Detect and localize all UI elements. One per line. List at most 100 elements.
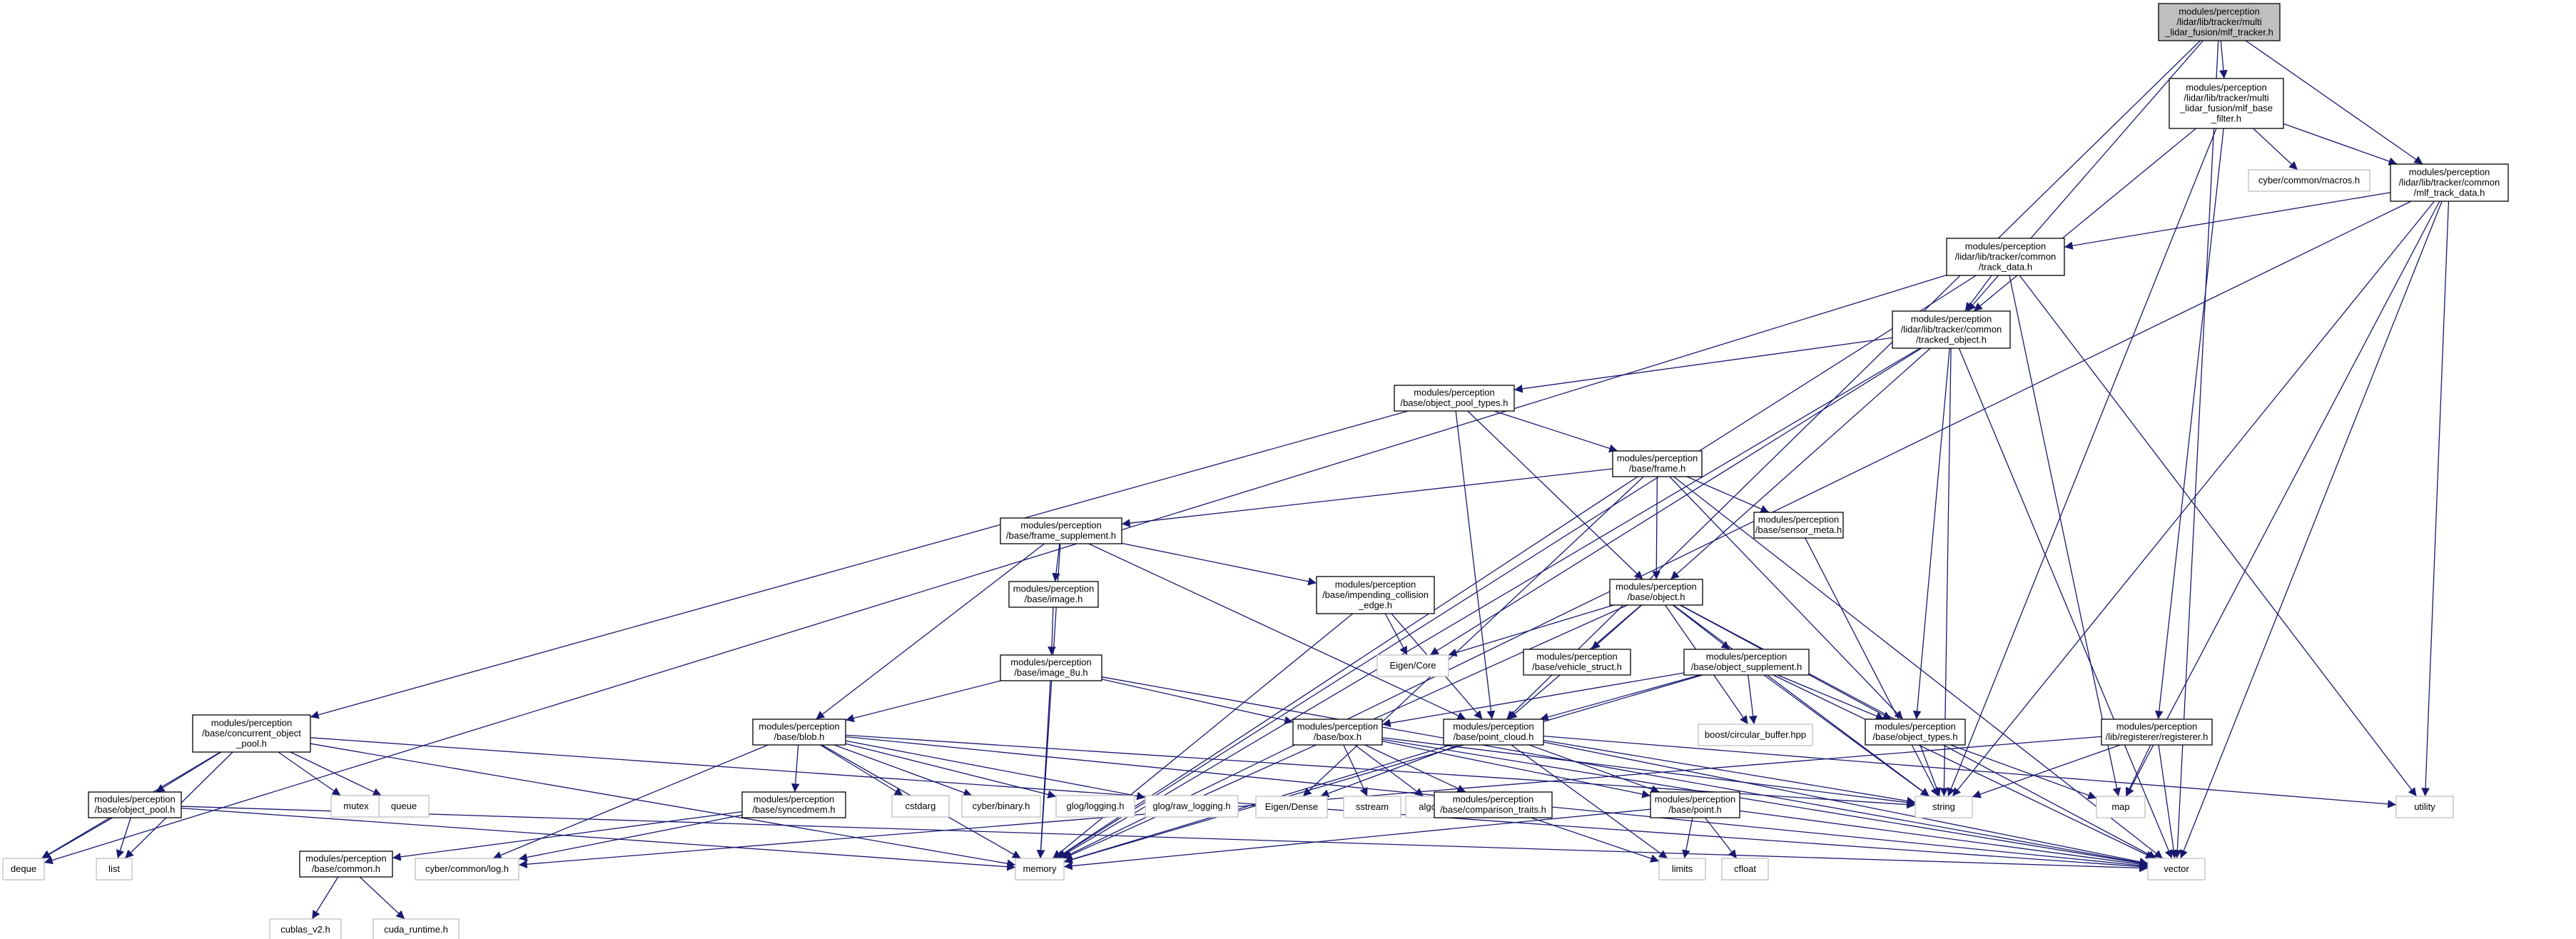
node-vehicle-struct[interactable]: modules/perception/base/vehicle_struct.h xyxy=(1523,649,1631,676)
node-label-line: glog/logging.h xyxy=(1067,801,1125,811)
node-label-line: modules/perception xyxy=(1536,651,1617,662)
node-label-line: /base/object_supplement.h xyxy=(1691,661,1802,672)
node-box xyxy=(961,795,1041,818)
edge-track_data-to-tracked_object xyxy=(1964,275,1992,312)
edge-object-to-object_supplement xyxy=(1672,604,1730,650)
node-label-line: modules/perception xyxy=(1335,579,1416,589)
edge-object_pool-to-deque xyxy=(41,817,113,859)
node-box xyxy=(1753,512,1844,539)
edge-blob-to-syncedmem xyxy=(791,744,800,793)
node-box xyxy=(2158,3,2281,41)
node-blob[interactable]: modules/perception/base/blob.h xyxy=(752,719,846,746)
edge-registerer-to-vector xyxy=(2158,744,2178,859)
node-concurrent-pool[interactable]: modules/perception/base/concurrent_objec… xyxy=(192,714,311,753)
node-label-line: /base/image_8u.h xyxy=(1014,667,1087,678)
edge-concurrent_pool-to-queue xyxy=(290,751,382,796)
node-syncedmem[interactable]: modules/perception/base/syncedmem.h xyxy=(741,791,846,818)
edge-frame-to-object_types xyxy=(1669,476,1904,720)
node-box xyxy=(2395,796,2454,818)
edge-object_pool_types-to-concurrent_pool xyxy=(310,410,1409,719)
node-registerer[interactable]: modules/perception/lib/registerer/regist… xyxy=(2101,719,2213,746)
edge-point-to-cfloat xyxy=(1704,817,1738,859)
node-impending[interactable]: modules/perception/base/impending_collis… xyxy=(1316,576,1435,614)
node-track-data[interactable]: modules/perception/lidar/lib/tracker/com… xyxy=(1946,238,2065,276)
node-object-pool[interactable]: modules/perception/base/object_pool.h xyxy=(88,791,182,818)
edge-track_data-to-map xyxy=(2009,275,2121,797)
edge-frame-to-object xyxy=(1652,476,1661,580)
node-box xyxy=(1865,719,1966,746)
node-label-line: /lidar/lib/tracker/common xyxy=(1901,324,2002,335)
node-label-line: /base/vehicle_struct.h xyxy=(1532,661,1622,672)
edge-point_cloud-to-utility xyxy=(1543,735,2397,808)
node-comparison-traits[interactable]: modules/perception/base/comparison_trait… xyxy=(1434,791,1553,818)
edge-base_filter-to-mlf_track_data xyxy=(2283,123,2398,166)
node-label-line: cstdarg xyxy=(906,801,936,811)
node-box xyxy=(1443,719,1544,746)
node-eigen-dense: Eigen/Dense xyxy=(1255,796,1328,818)
node-label-line: utility xyxy=(2414,801,2435,812)
node-object-types[interactable]: modules/perception/base/object_types.h xyxy=(1865,719,1966,746)
edge-point-to-memory xyxy=(1063,808,1651,871)
edge-mlf_track_data-to-track_data xyxy=(2064,192,2391,250)
node-box xyxy=(1015,858,1065,880)
node-label-line: /base/frame_supplement.h xyxy=(1006,530,1116,541)
node-limits: limits xyxy=(1658,858,1706,880)
node-image[interactable]: modules/perception/base/image.h xyxy=(1008,581,1099,608)
edge-point_cloud-to-vector xyxy=(1543,741,2149,866)
node-label-line: memory xyxy=(1023,863,1057,874)
node-base-common[interactable]: modules/perception/base/common.h xyxy=(299,851,393,878)
node-frame[interactable]: modules/perception/base/frame.h xyxy=(1612,450,1703,477)
dependency-edges xyxy=(41,40,2450,920)
node-image-8u[interactable]: modules/perception/base/image_8u.h xyxy=(1000,654,1102,681)
node-root[interactable]: modules/perception/lidar/lib/tracker/mul… xyxy=(2158,3,2281,41)
node-box xyxy=(372,918,460,939)
edge-image_8u-to-memory xyxy=(1036,680,1051,859)
node-box xyxy=(2,858,45,880)
node-label-line: modules/perception xyxy=(1297,721,1378,732)
node-label-line: /base/common.h xyxy=(312,863,380,874)
node-label-line: /base/object_pool_types.h xyxy=(1400,397,1508,408)
node-tracked-object[interactable]: modules/perception/lidar/lib/tracker/com… xyxy=(1892,310,2011,349)
node-label-line: modules/perception xyxy=(759,721,839,732)
node-sensor-meta[interactable]: modules/perception/base/sensor_meta.h xyxy=(1753,512,1844,539)
edge-point_cloud-to-string xyxy=(1543,740,1916,806)
edge-frame-to-vector xyxy=(1673,476,2164,859)
edge-registerer-to-map xyxy=(2125,744,2151,797)
node-label-line: _lidar_fusion/mlf_tracker.h xyxy=(2164,26,2273,37)
node-object[interactable]: modules/perception/base/object.h xyxy=(1609,579,1703,606)
edge-object-to-string xyxy=(1673,604,1930,797)
node-label-line: /tracked_object.h xyxy=(1916,334,1987,345)
node-frame-supplement[interactable]: modules/perception/base/frame_supplement… xyxy=(1000,517,1122,544)
edge-point_cloud-to-eigen_dense xyxy=(1320,744,1459,798)
node-label-line: /lidar/lib/tracker/common xyxy=(2399,177,2500,188)
node-mlf-track-data[interactable]: modules/perception/lidar/lib/tracker/com… xyxy=(2390,163,2509,202)
node-box xyxy=(1612,450,1703,477)
edge-object_supplement-to-vector xyxy=(1773,674,2155,859)
node-object-supplement[interactable]: modules/perception/base/object_supplemen… xyxy=(1683,649,1810,676)
node-label-line: sstream xyxy=(1356,801,1389,812)
node-box[interactable]: modules/perception/base/box.h xyxy=(1292,719,1383,746)
node-object-pool-types[interactable]: modules/perception/base/object_pool_type… xyxy=(1394,385,1515,412)
node-label-line: modules/perception xyxy=(2409,166,2490,177)
node-point-cloud[interactable]: modules/perception/base/point_cloud.h xyxy=(1443,719,1544,746)
edge-concurrent_pool-to-object_pool xyxy=(156,751,222,793)
edge-object_supplement-to-string xyxy=(1763,674,1930,797)
node-label-line: cyber/common/log.h xyxy=(425,863,509,874)
node-label-line: modules/perception xyxy=(1911,313,1992,324)
node-label-line: cyber/binary.h xyxy=(973,801,1030,811)
node-box xyxy=(891,795,950,818)
node-box xyxy=(1008,581,1099,608)
edge-frame-to-sensor_meta xyxy=(1686,476,1770,513)
node-cuda-runtime: cuda_runtime.h xyxy=(372,918,460,939)
edge-sensor_meta-to-string xyxy=(1805,537,1939,797)
edge-object-to-eigen_core xyxy=(1448,604,1614,657)
node-box xyxy=(1683,649,1810,676)
edge-object_pool-to-vector xyxy=(181,806,2149,873)
node-base-filter[interactable]: modules/perception/lidar/lib/tracker/mul… xyxy=(2169,78,2284,129)
node-box xyxy=(2147,858,2206,880)
node-point[interactable]: modules/perception/base/point.h xyxy=(1650,791,1740,818)
edge-frame-to-frame_supplement xyxy=(1121,468,1613,527)
edge-root-to-base_filter xyxy=(2219,40,2228,79)
edge-tracked_object-to-object xyxy=(1670,347,1931,580)
edge-tracked_object-to-vector xyxy=(1958,347,2173,859)
